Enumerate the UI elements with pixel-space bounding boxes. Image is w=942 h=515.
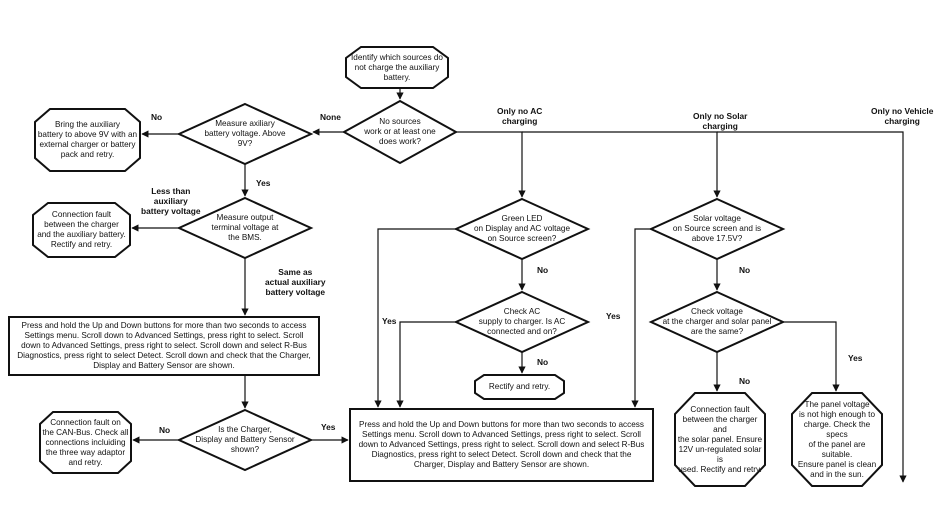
conn-fault-1-node: Connection fault between the charger and… (35, 205, 128, 255)
no-sources-node: No sources work or at least one does wor… (350, 110, 450, 154)
label-no-can: No (159, 425, 171, 435)
rectify-node: Rectify and retry. (477, 377, 562, 397)
start-text: Identify which sources do not charge the… (351, 53, 443, 82)
rectify-text: Rectify and retry. (488, 382, 551, 391)
check-voltage-node: Check voltage at the charger and solar p… (655, 301, 779, 343)
arrow-yes-check-voltage (783, 321, 840, 392)
is-charger-diamond (176, 408, 314, 472)
label-no-top: No (151, 112, 163, 122)
measure-aux-text: Measure axiliary battery voltage. Above … (204, 119, 286, 148)
rectify-octagon (474, 374, 565, 400)
label-yes-aux: Yes (256, 178, 271, 188)
box-center-rect (349, 408, 654, 482)
arrow-only-solar (522, 131, 721, 198)
conn-fault-can-octagon (39, 411, 132, 474)
bring-aux-text: Bring the auxiliary battery to above 9V … (37, 120, 138, 159)
arrow-yes-solar (631, 228, 651, 408)
arrow-yes-check-ac (396, 321, 456, 408)
solar-voltage-node: Solar voltage on Source screen and is ab… (659, 208, 775, 250)
measure-output-text: Measure output terminal voltage at the B… (211, 213, 279, 242)
check-ac-text: Check AC supply to charger. Is AC connec… (478, 307, 566, 336)
arrow-only-ac (456, 131, 526, 198)
box-left-node: Press and hold the Up and Down buttons f… (14, 319, 314, 373)
box-center-node: Press and hold the Up and Down buttons f… (356, 412, 647, 478)
no-sources-diamond (341, 99, 459, 165)
is-charger-node: Is the Charger, Display and Battery Sens… (185, 419, 305, 461)
label-yes-check-voltage: Yes (848, 353, 863, 363)
label-no-green: No (537, 265, 549, 275)
panel-voltage-text: The panel voltage is not high enough to … (797, 400, 877, 479)
start-octagon (345, 46, 449, 89)
conn-fault-solar-text: Connection fault between the charger and… (677, 405, 763, 474)
label-only-no-vehicle: Only no Vehicle charging (871, 106, 934, 127)
label-no-check-voltage: No (739, 376, 751, 386)
measure-output-node: Measure output terminal voltage at the B… (190, 207, 300, 249)
no-sources-text: No sources work or at least one does wor… (364, 117, 436, 146)
is-charger-text: Is the Charger, Display and Battery Sens… (195, 425, 295, 454)
measure-aux-node: Measure axiliary battery voltage. Above … (190, 113, 300, 155)
box-left-rect (8, 316, 320, 376)
conn-fault-can-node: Connection fault on the CAN-Bus. Check a… (42, 414, 129, 471)
solar-voltage-text: Solar voltage on Source screen and is ab… (672, 214, 762, 243)
bring-aux-octagon (34, 108, 141, 172)
bring-aux-node: Bring the auxiliary battery to above 9V … (37, 111, 138, 169)
box-left-text: Press and hold the Up and Down buttons f… (17, 321, 311, 370)
label-no-check-ac: No (537, 357, 549, 367)
label-same-as: Same as actual auxiliary battery voltage (265, 267, 326, 298)
conn-fault-solar-octagon (674, 392, 766, 487)
start-node: Identify which sources do not charge the… (348, 49, 446, 87)
label-less-than: Less than auxiliary battery voltage (141, 186, 201, 217)
label-only-no-solar: Only no Solar charging (693, 111, 748, 132)
arrow-only-vehicle (717, 131, 907, 483)
box-center-text: Press and hold the Up and Down buttons f… (358, 420, 645, 469)
label-yes-can: Yes (321, 422, 336, 432)
conn-fault-can-text: Connection fault on the CAN-Bus. Check a… (42, 417, 129, 467)
label-yes-green: Yes (382, 316, 397, 326)
label-yes-solar: Yes (606, 311, 621, 321)
green-led-node: Green LED on Display and AC voltage on S… (464, 208, 580, 250)
green-led-text: Green LED on Display and AC voltage on S… (473, 214, 571, 243)
label-no-solar: No (739, 265, 751, 275)
conn-fault-1-octagon (32, 202, 131, 258)
label-only-no-ac: Only no AC charging (497, 106, 543, 127)
label-none: None (320, 112, 341, 122)
conn-fault-solar-node: Connection fault between the charger and… (677, 396, 763, 484)
check-ac-node: Check AC supply to charger. Is AC connec… (464, 301, 580, 343)
panel-voltage-octagon (791, 392, 883, 487)
check-voltage-text: Check voltage at the charger and solar p… (662, 307, 772, 336)
arrow-yes-green (374, 228, 456, 408)
panel-voltage-node: The panel voltage is not high enough to … (794, 396, 880, 484)
conn-fault-1-text: Connection fault between the charger and… (37, 210, 126, 249)
